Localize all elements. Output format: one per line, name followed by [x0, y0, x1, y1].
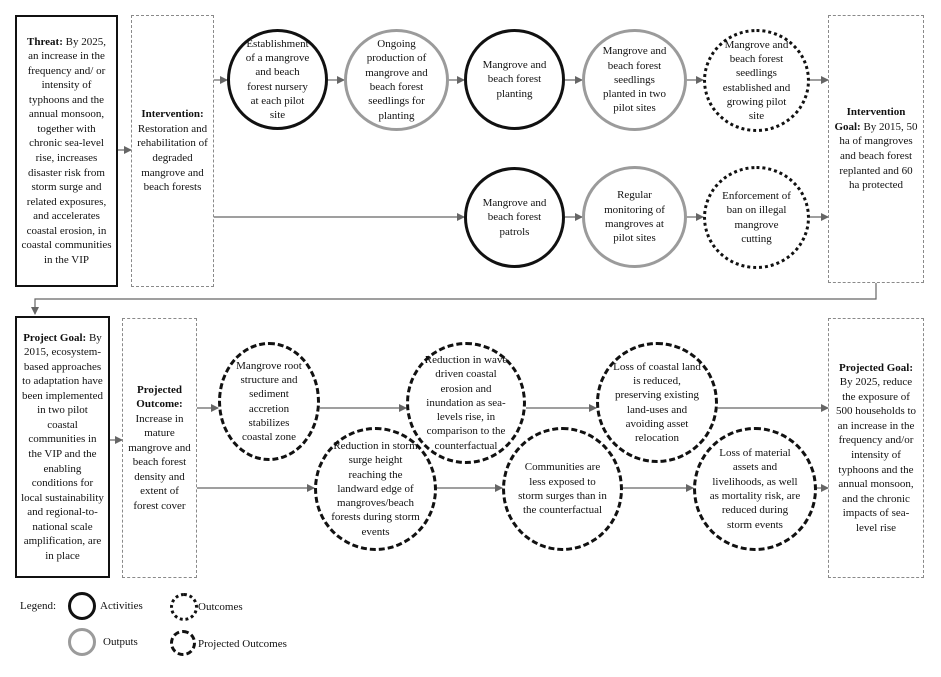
intervention-box: Intervention:Restoration and rehabilitat…: [131, 15, 214, 287]
output-seedlings-planted: Mangrove and beach forest seedlings plan…: [582, 29, 687, 131]
projected-wave-erosion-text: Reduction in wave driven coastal erosion…: [424, 353, 508, 452]
output-planted-text: Mangrove and beach forest seedlings plan…: [602, 45, 667, 115]
outcome-established-text: Mangrove and beach forest seedlings esta…: [722, 38, 791, 123]
project-goal-box: Project Goal: By 2015, ecosystem-based a…: [15, 316, 110, 578]
projected-asset-loss: Loss of material assets and livelihoods,…: [693, 427, 817, 551]
activity-patrols-text: Mangrove and beach forest patrols: [482, 197, 547, 238]
legend-activities-label: Activities: [100, 600, 143, 612]
intervention-goal-heading: Intervention Goal:: [834, 106, 906, 133]
output-production-text: Ongoing production of mangrove and beach…: [365, 38, 428, 122]
threat-heading: Threat:: [27, 35, 63, 48]
intervention-goal-box: Intervention Goal: By 2015, 50 ha of man…: [828, 15, 924, 283]
projected-asset-loss-text: Loss of material assets and livelihoods,…: [709, 447, 801, 531]
projected-goal-box: Projected Goal: By 2025, reduce the expo…: [828, 318, 924, 578]
projected-goal-text: By 2025, reduce the exposure of 500 hous…: [835, 376, 917, 534]
projected-goal-heading: Projected Goal:: [838, 361, 914, 374]
projected-outcome-box: Projected Outcome:Increase in mature man…: [122, 318, 197, 578]
activity-planting-text: Mangrove and beach forest planting: [482, 59, 547, 100]
legend-outcomes-label: Outcomes: [198, 601, 243, 613]
projected-root-structure: Mangrove root structure and sediment acc…: [218, 342, 320, 461]
project-goal-heading: Project Goal:: [23, 331, 87, 344]
output-regular-monitoring: Regular monitoring of mangroves at pilot…: [582, 166, 687, 268]
legend-projected-swatch: [170, 630, 196, 656]
projected-outcome-heading: Projected Outcome:: [136, 383, 183, 411]
projected-root-structure-text: Mangrove root structure and sediment acc…: [236, 359, 302, 444]
activity-nursery-text: Establishment of a mangrove and beach fo…: [245, 37, 310, 122]
activity-nursery-establishment: Establishment of a mangrove and beach fo…: [227, 29, 328, 130]
projected-exposure-text: Communities are less exposed to storm su…: [518, 461, 607, 517]
projected-storm-surge: Reduction in storm surge height reaching…: [314, 427, 437, 551]
activity-forest-patrols: Mangrove and beach forest patrols: [464, 167, 565, 268]
project-goal-text: By 2015, ecosystem-based approaches to a…: [21, 331, 104, 562]
output-monitoring-text: Regular monitoring of mangroves at pilot…: [604, 189, 665, 245]
legend-projected-label: Projected Outcomes: [198, 638, 287, 650]
projected-wave-erosion: Reduction in wave driven coastal erosion…: [406, 342, 526, 464]
legend-outputs-swatch: [68, 628, 96, 656]
projected-exposure: Communities are less exposed to storm su…: [502, 427, 623, 551]
legend-activities-swatch: [68, 592, 96, 620]
activity-forest-planting: Mangrove and beach forest planting: [464, 29, 565, 130]
intervention-goal-text: By 2015, 50 ha of mangroves and beach fo…: [839, 120, 918, 192]
projected-outcome-text: Increase in mature mangrove and beach fo…: [128, 412, 191, 512]
threat-box: Threat: By 2025, an increase in the freq…: [15, 15, 118, 287]
projected-land-loss-text: Loss of coastal land is reduced, preserv…: [613, 360, 701, 445]
outcome-ban-enforcement: Enforcement of ban on illegal mangrove c…: [703, 166, 810, 269]
projected-land-loss: Loss of coastal land is reduced, preserv…: [596, 342, 718, 463]
legend-outputs-label: Outputs: [103, 636, 138, 648]
threat-text: By 2025, an increase in the frequency an…: [21, 35, 112, 266]
projected-storm-surge-text: Reduction in storm surge height reaching…: [331, 439, 420, 538]
intervention-heading: Intervention:: [141, 108, 204, 121]
intervention-text: Restoration and rehabilitation of degrad…: [137, 122, 208, 194]
legend-title: Legend:: [20, 600, 57, 612]
outcome-seedlings-established: Mangrove and beach forest seedlings esta…: [703, 29, 810, 132]
arrow-intervention-goal-to-project-goal: [31, 283, 877, 315]
output-seedling-production: Ongoing production of mangrove and beach…: [344, 29, 449, 131]
legend-outcomes-swatch: [170, 593, 198, 621]
outcome-enforcement-text: Enforcement of ban on illegal mangrove c…: [722, 189, 791, 245]
